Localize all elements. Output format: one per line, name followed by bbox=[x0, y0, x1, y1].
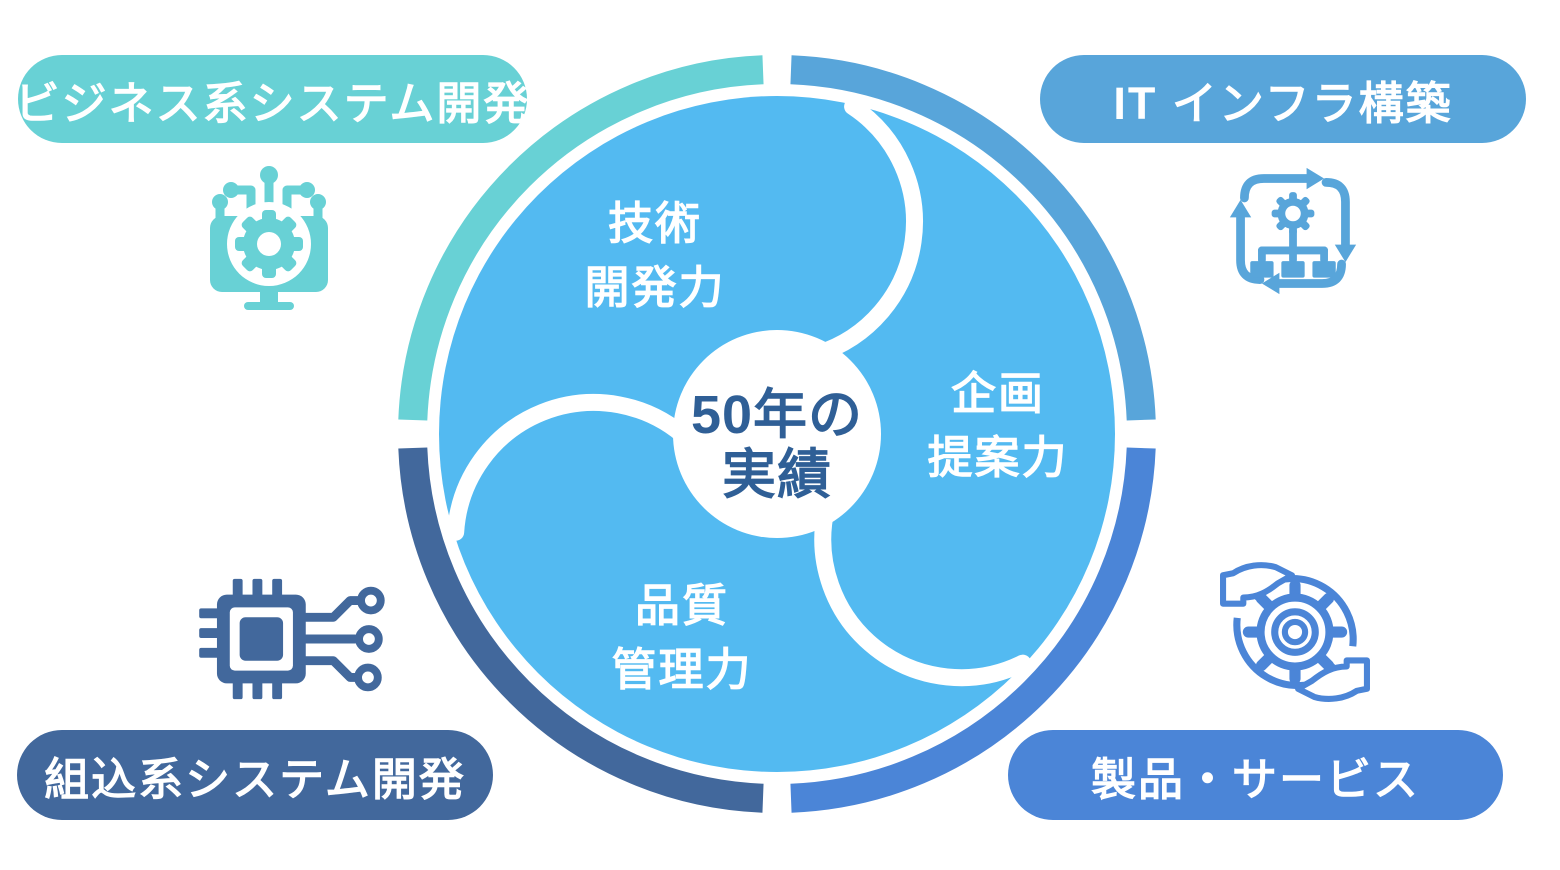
hands-gear-cycle-icon bbox=[1219, 553, 1371, 705]
pill-products-services: 製品・サービス bbox=[1008, 730, 1503, 820]
segment-label-planning: 企画 提案力 bbox=[888, 362, 1108, 490]
segment-label-quality: 品質 管理力 bbox=[572, 574, 792, 702]
ring-arc-bottom-left bbox=[398, 447, 764, 813]
segment-planning-line1: 企画 bbox=[950, 368, 1045, 419]
capability-wheel bbox=[398, 55, 1156, 813]
center-label: 50年の 実績 bbox=[667, 385, 887, 505]
ring-arc-top-right bbox=[790, 55, 1156, 421]
segment-divider-top bbox=[808, 98, 923, 363]
center-circle bbox=[673, 330, 881, 538]
segment-technology-line2: 開発力 bbox=[584, 262, 726, 313]
monitor-gear-circuit-icon bbox=[203, 162, 335, 312]
pill-it-infrastructure-label: IT インフラ構築 bbox=[1113, 77, 1453, 129]
segment-quality-line1: 品質 bbox=[634, 580, 729, 631]
pill-business-systems-label: ビジネス系システム開発 bbox=[14, 77, 531, 129]
hand-top bbox=[1220, 562, 1295, 607]
pill-it-infrastructure: IT インフラ構築 bbox=[1040, 55, 1526, 143]
segment-divider-left bbox=[447, 394, 697, 541]
pill-business-systems: ビジネス系システム開発 bbox=[15, 55, 528, 143]
segment-label-technology: 技術 開発力 bbox=[545, 192, 765, 320]
center-label-line1: 50年の bbox=[690, 385, 864, 445]
ring-arc-bottom-right bbox=[790, 447, 1156, 813]
pill-embedded-systems: 組込系システム開発 bbox=[17, 730, 493, 820]
segment-quality-line2: 管理力 bbox=[611, 644, 753, 695]
segment-technology-line1: 技術 bbox=[607, 198, 702, 249]
pill-embedded-systems-label: 組込系システム開発 bbox=[44, 753, 466, 805]
segment-divider-right bbox=[814, 500, 1032, 687]
pill-products-services-label: 製品・サービス bbox=[1090, 753, 1420, 805]
center-label-line2: 実績 bbox=[722, 445, 832, 505]
hand-bottom bbox=[1295, 657, 1370, 702]
ring-arc-top-left bbox=[398, 55, 764, 421]
gear-flowchart-cycle-icon bbox=[1225, 163, 1361, 299]
cpu-chip-circuit-icon bbox=[188, 565, 388, 713]
segment-planning-line2: 提案力 bbox=[927, 432, 1069, 483]
